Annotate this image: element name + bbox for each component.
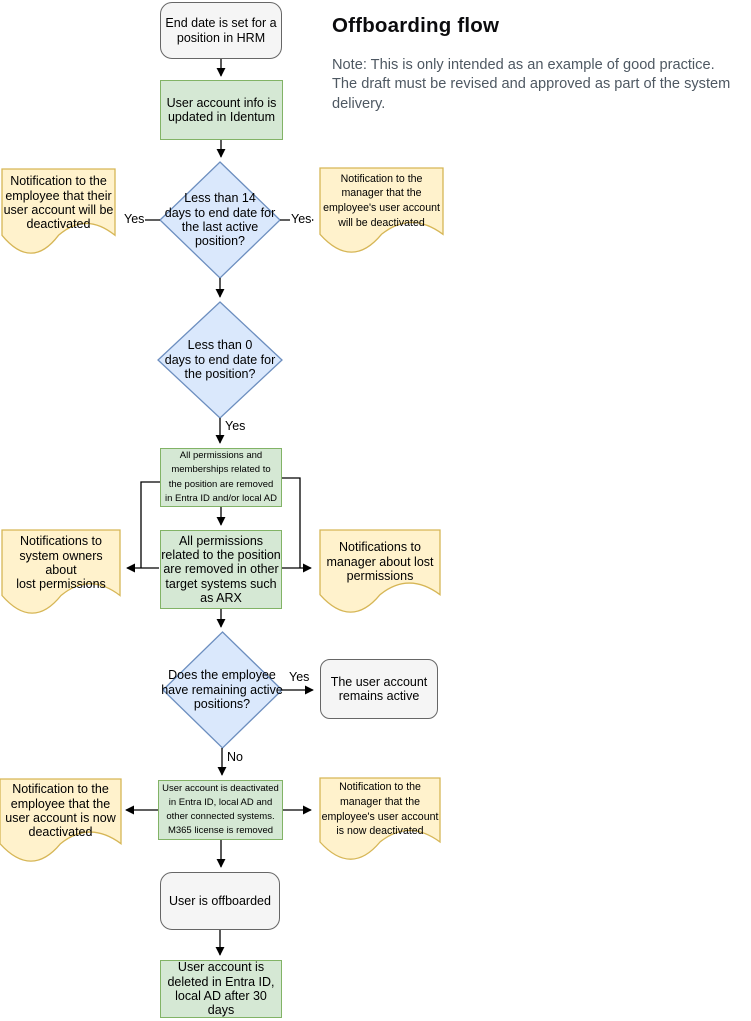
edge-label-yes-d14-right: Yes xyxy=(290,212,313,227)
document-manager-will-be-deactivated-shape xyxy=(319,167,444,253)
document-employee-now-deactivated-shape xyxy=(0,778,122,862)
document-manager-will-be-deactivated-label: Notification to the manager that the emp… xyxy=(323,172,440,229)
node-start-label: End date is set for a position in HRM xyxy=(165,16,277,45)
document-employee-will-be-deactivated-label: Notification to the employee that their … xyxy=(3,174,114,232)
node-permissions-removed-other-label: All permissions related to the position … xyxy=(161,533,281,606)
edge-label-yes-d14-left: Yes xyxy=(123,212,146,227)
node-account-deleted: User account is deleted in Entra ID, loc… xyxy=(160,960,282,1018)
disclaimer-note: Note: This is only intended as an exampl… xyxy=(332,57,731,112)
document-manager-now-deactivated-label: Notification to the manager that the emp… xyxy=(321,781,439,838)
node-permissions-removed-other: All permissions related to the position … xyxy=(160,530,282,609)
node-account-deleted-label: User account is deleted in Entra ID, loc… xyxy=(167,960,275,1018)
edge-bracket-left xyxy=(140,481,160,568)
document-manager-lost-permissions-label: Notifications to manager about lost perm… xyxy=(326,540,434,584)
page-title: Offboarding flow xyxy=(332,14,500,37)
document-system-owners-lost-permissions-label: Notifications to system owners about los… xyxy=(16,534,106,592)
document-manager-now-deactivated-shape xyxy=(319,777,441,860)
edge-label-yes-d0: Yes xyxy=(224,419,247,434)
node-remains-active: The user account remains active xyxy=(320,659,438,719)
document-employee-now-deactivated-label: Notification to the employee that the us… xyxy=(5,782,116,840)
node-permissions-removed-ad-label: All permissions and memberships related … xyxy=(165,450,277,504)
edge-bracket-right xyxy=(282,477,301,568)
node-offboarded-label: User is offboarded xyxy=(169,893,271,908)
decision-remaining-positions-label: Does the employee have remaining active … xyxy=(161,668,283,712)
document-system-owners-lost-permissions-shape xyxy=(1,529,121,614)
document-manager-lost-permissions-shape xyxy=(319,529,441,613)
edge-label-no-dremaining: No xyxy=(226,750,244,765)
decision-less-than-14-days-label: Less than 14 days to end date for the la… xyxy=(164,191,276,249)
node-account-deactivated-label: User account is deactivated in Entra ID,… xyxy=(162,782,279,837)
decision-less-than-0-days-label: Less than 0 days to end date for the pos… xyxy=(164,338,276,382)
node-account-deactivated: User account is deactivated in Entra ID,… xyxy=(158,780,283,840)
node-start: End date is set for a position in HRM xyxy=(160,2,282,59)
node-offboarded: User is offboarded xyxy=(160,872,280,930)
node-identum-update-label: User account info is updated in Identum xyxy=(166,95,277,124)
node-remains-active-label: The user account remains active xyxy=(330,674,428,703)
node-identum-update: User account info is updated in Identum xyxy=(160,80,283,140)
edge-label-yes-dremaining: Yes xyxy=(288,670,311,685)
node-permissions-removed-ad: All permissions and memberships related … xyxy=(160,448,282,507)
document-employee-will-be-deactivated-shape xyxy=(1,168,116,254)
